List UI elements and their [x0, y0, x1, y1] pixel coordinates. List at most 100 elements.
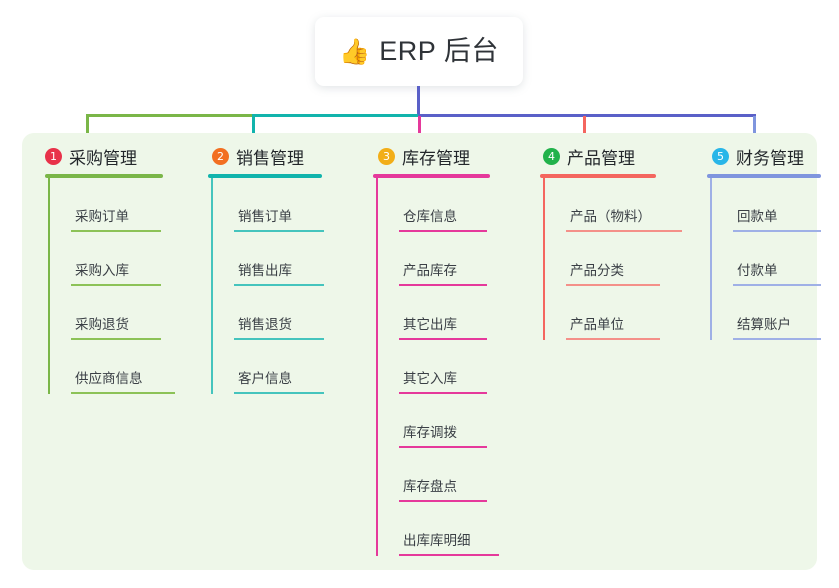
- leaf-rule: [733, 230, 821, 232]
- list-item[interactable]: 结算账户: [733, 286, 839, 340]
- list-item[interactable]: 销售订单: [234, 178, 352, 232]
- leaf-rule: [399, 554, 499, 556]
- list-item[interactable]: 采购入库: [71, 232, 185, 286]
- leaf-label: 采购订单: [75, 209, 129, 224]
- column-badge-2: 2: [212, 147, 229, 165]
- column-header-purchasing[interactable]: 1 采购管理: [30, 143, 185, 169]
- list-item[interactable]: 库存调拨: [399, 394, 518, 448]
- leaf-label: 销售出库: [238, 263, 292, 278]
- leaf-rule: [399, 500, 487, 502]
- column-header-rule-3: [373, 174, 490, 178]
- leaf-rule: [566, 284, 660, 286]
- column-header-sales[interactable]: 2 销售管理: [197, 143, 352, 169]
- leaf-label: 其它入库: [403, 371, 457, 386]
- leaf-list-3: 仓库信息 产品库存 其它出库 其它入库 库存调拨 库存盘点: [376, 178, 518, 556]
- leaf-rule: [234, 230, 324, 232]
- list-item[interactable]: 销售退货: [234, 286, 352, 340]
- leaf-label: 出库库明细: [403, 533, 471, 548]
- leaf-label: 采购退货: [75, 317, 129, 332]
- connector-bus-segment-green: [86, 114, 253, 117]
- list-item[interactable]: 库存盘点: [399, 448, 518, 502]
- leaf-label: 供应商信息: [75, 371, 143, 386]
- leaf-label: 客户信息: [238, 371, 292, 386]
- list-item[interactable]: 其它入库: [399, 340, 518, 394]
- leaf-rule: [71, 392, 175, 394]
- leaf-rule: [399, 284, 487, 286]
- column-title-5: 财务管理: [736, 148, 804, 168]
- leaf-label: 采购入库: [75, 263, 129, 278]
- root-node-title: ERP 后台: [379, 36, 499, 66]
- leaf-rule: [399, 446, 487, 448]
- list-item[interactable]: 回款单: [733, 178, 839, 232]
- column-header-rule-2: [208, 174, 322, 178]
- leaf-label: 产品单位: [570, 317, 624, 332]
- column-header-inventory[interactable]: 3 库存管理: [363, 143, 518, 169]
- leaf-spine-3: [376, 178, 378, 556]
- leaf-label: 回款单: [737, 209, 778, 224]
- column-title-3: 库存管理: [402, 148, 470, 168]
- thumbs-up-icon: 👍: [339, 37, 371, 66]
- leaf-rule: [234, 338, 324, 340]
- list-item[interactable]: 采购订单: [71, 178, 185, 232]
- list-item[interactable]: 其它出库: [399, 286, 518, 340]
- list-item[interactable]: 产品库存: [399, 232, 518, 286]
- connector-bus-segment-teal: [252, 114, 420, 117]
- leaf-label: 产品（物料）: [570, 209, 651, 224]
- leaf-rule: [399, 392, 487, 394]
- list-item[interactable]: 采购退货: [71, 286, 185, 340]
- column-header-rule-5: [707, 174, 821, 178]
- column-badge-1: 1: [45, 147, 62, 165]
- leaf-label: 产品分类: [570, 263, 624, 278]
- root-node-erp-backend[interactable]: 👍 ERP 后台: [315, 17, 523, 86]
- list-item[interactable]: 产品分类: [566, 232, 693, 286]
- leaf-rule: [566, 230, 682, 232]
- column-badge-4: 4: [543, 147, 560, 165]
- leaf-rule: [733, 284, 821, 286]
- list-item[interactable]: 产品单位: [566, 286, 693, 340]
- leaf-rule: [71, 284, 161, 286]
- leaf-rule: [71, 338, 161, 340]
- leaf-label: 付款单: [737, 263, 778, 278]
- column-header-product[interactable]: 4 产品管理: [528, 143, 693, 169]
- column-inventory: 3 库存管理 仓库信息 产品库存 其它出库 其它入库 库存调拨: [363, 143, 518, 556]
- column-finance: 5 财务管理 回款单 付款单 结算账户: [697, 143, 839, 340]
- column-badge-3: 3: [378, 147, 395, 165]
- column-purchasing: 1 采购管理 采购订单 采购入库 采购退货 供应商信息: [30, 143, 185, 394]
- leaf-rule: [566, 338, 660, 340]
- leaf-label: 产品库存: [403, 263, 457, 278]
- list-item[interactable]: 仓库信息: [399, 178, 518, 232]
- column-badge-5: 5: [712, 147, 729, 165]
- list-item[interactable]: 供应商信息: [71, 340, 185, 394]
- leaf-label: 库存盘点: [403, 479, 457, 494]
- column-title-4: 产品管理: [567, 148, 635, 168]
- column-header-finance[interactable]: 5 财务管理: [697, 143, 839, 169]
- leaf-rule: [71, 230, 161, 232]
- list-item[interactable]: 付款单: [733, 232, 839, 286]
- list-item[interactable]: 产品（物料）: [566, 178, 693, 232]
- leaf-label: 结算账户: [737, 317, 791, 332]
- leaf-spine-1: [48, 178, 50, 394]
- leaf-label: 仓库信息: [403, 209, 457, 224]
- leaf-label: 销售订单: [238, 209, 292, 224]
- leaf-spine-5: [710, 178, 712, 340]
- column-header-rule-4: [540, 174, 656, 178]
- leaf-list-2: 销售订单 销售出库 销售退货 客户信息: [211, 178, 352, 394]
- list-item[interactable]: 客户信息: [234, 340, 352, 394]
- leaf-label: 库存调拨: [403, 425, 457, 440]
- leaf-rule: [399, 338, 487, 340]
- connector-root-stem: [417, 86, 420, 116]
- leaf-label: 销售退货: [238, 317, 292, 332]
- leaf-list-4: 产品（物料） 产品分类 产品单位: [543, 178, 693, 340]
- list-item[interactable]: 出库库明细: [399, 502, 518, 556]
- leaf-rule: [733, 338, 821, 340]
- modules-panel: [22, 133, 817, 570]
- column-product: 4 产品管理 产品（物料） 产品分类 产品单位: [528, 143, 693, 340]
- leaf-rule: [234, 392, 324, 394]
- leaf-rule: [234, 284, 324, 286]
- connector-bus-segment-indigo: [418, 114, 756, 117]
- list-item[interactable]: 销售出库: [234, 232, 352, 286]
- column-title-2: 销售管理: [236, 148, 304, 168]
- leaf-label: 其它出库: [403, 317, 457, 332]
- root-node-content: 👍 ERP 后台: [339, 38, 499, 65]
